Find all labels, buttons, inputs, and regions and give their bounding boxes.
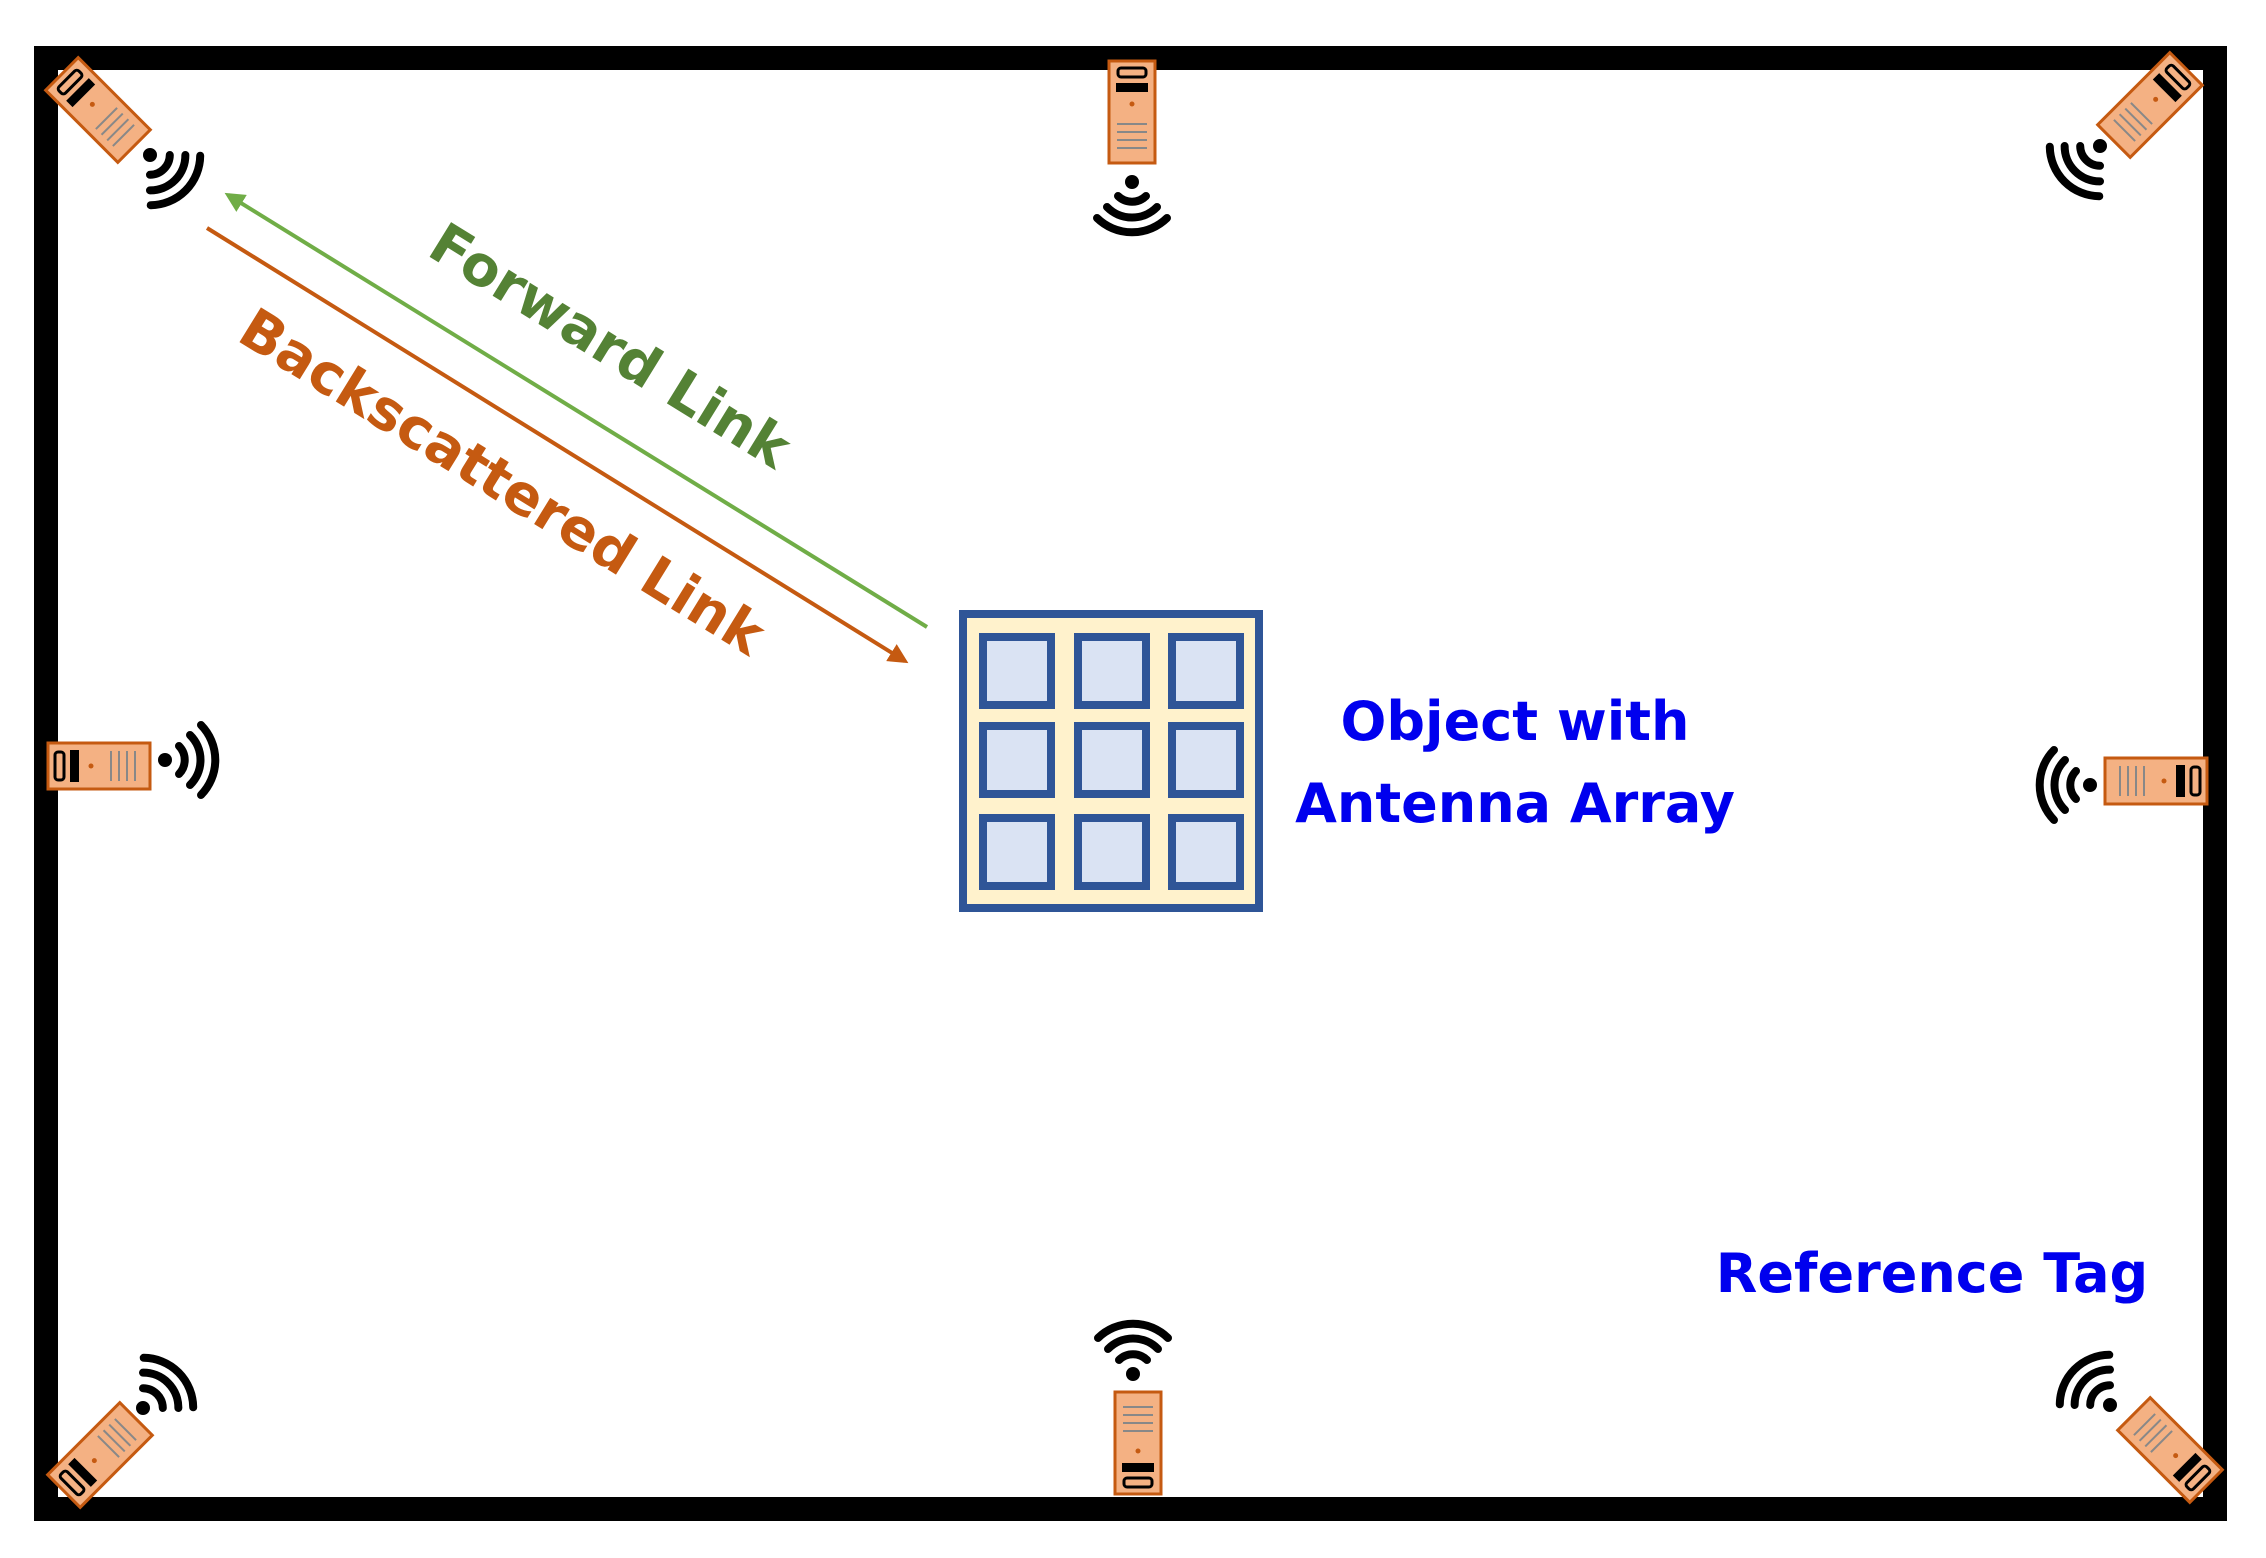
reference-tag-label: Reference Tag <box>1716 1242 2148 1305</box>
rfid-reader-icon <box>46 741 152 791</box>
antenna-element <box>979 633 1055 709</box>
antenna-element <box>1074 633 1150 709</box>
reader-bottom-center <box>1098 1324 1168 1496</box>
wifi-signal-icon <box>2040 750 2097 820</box>
reader-middle-left <box>46 725 215 795</box>
room-boundary <box>34 46 2227 1521</box>
antenna-element <box>979 814 1055 890</box>
rfid-reader-icon <box>2103 756 2209 806</box>
reader-top-left <box>44 56 211 216</box>
object-label-line2: Antenna Array <box>1295 772 1735 835</box>
reader-top-right <box>2040 51 2204 207</box>
wifi-signal-icon <box>158 725 215 795</box>
antenna-element <box>979 722 1055 798</box>
wifi-signal-icon <box>1098 1324 1168 1381</box>
antenna-element <box>1168 633 1244 709</box>
reader-middle-right <box>2040 750 2209 820</box>
object-label-line1: Object with <box>1341 690 1690 753</box>
antenna-array-icon <box>959 610 1263 912</box>
reader-top-center <box>1097 59 1167 232</box>
backscattered-link-arrow <box>205 226 909 664</box>
antenna-element <box>1074 722 1150 798</box>
antenna-element <box>1168 814 1244 890</box>
rfid-reader-icon <box>44 56 152 164</box>
rfid-reader-icon <box>46 1401 154 1509</box>
rfid-reader-icon <box>1107 59 1157 165</box>
rfid-reader-icon <box>1113 1390 1163 1496</box>
antenna-element <box>1074 814 1150 890</box>
wifi-signal-icon <box>1097 175 1167 232</box>
reader-bottom-right <box>2050 1345 2224 1504</box>
reader-bottom-left <box>46 1348 204 1509</box>
antenna-element <box>1168 722 1244 798</box>
forward-link-arrow <box>224 192 929 629</box>
